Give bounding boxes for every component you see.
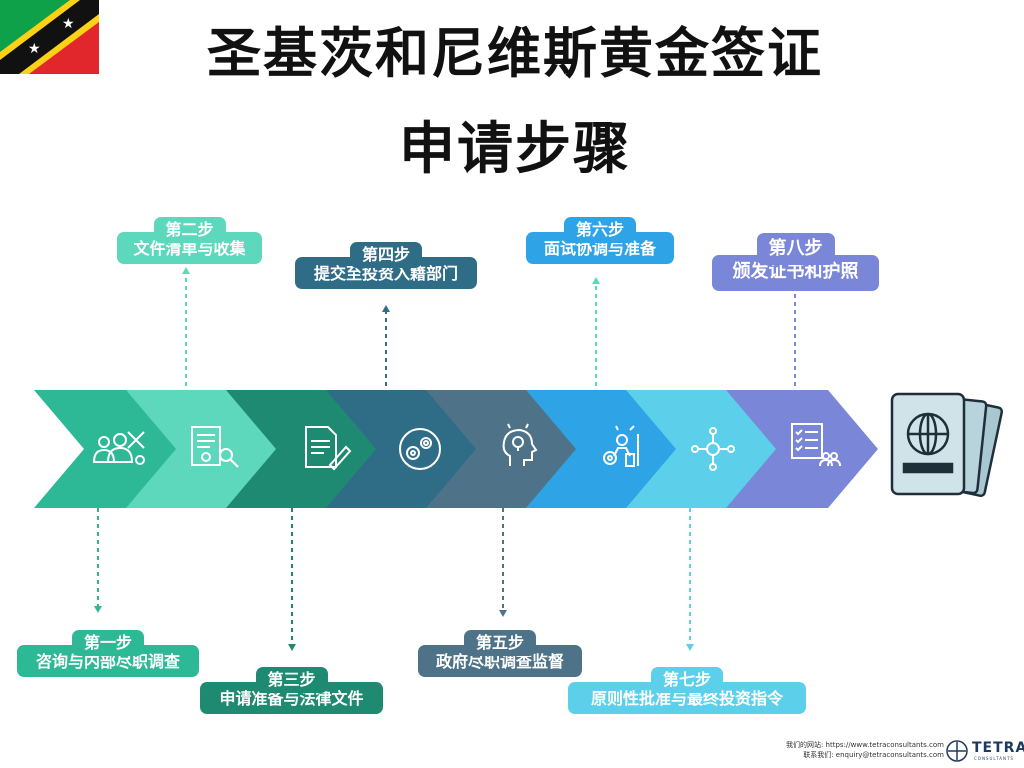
- step-label: 文件清单与收集: [133, 239, 246, 258]
- step-label: 申请准备与法律文件: [219, 689, 364, 708]
- presenter-gear-icon: [603, 425, 639, 467]
- step-box-3: 第三步 申请准备与法律文件: [200, 667, 383, 714]
- gears-cycle-icon: [399, 428, 441, 470]
- chevron-step-4: [326, 390, 480, 508]
- step-number: 第七步: [650, 667, 724, 693]
- chevron-step-3: [226, 390, 380, 508]
- step-number: 第三步: [255, 667, 328, 693]
- step-number: 第六步: [563, 217, 637, 243]
- footer-contact: 我们的网站: https://www.tetraconsultants.com …: [786, 740, 944, 760]
- step-number: 第一步: [71, 630, 145, 656]
- document-edit-icon: [305, 426, 352, 471]
- step-box-7: 第七步 原则性批准与最终投资指令: [568, 667, 806, 714]
- chevron-step-8: [726, 390, 878, 508]
- checklist-team-icon: [791, 423, 841, 467]
- svg-text:★: ★: [28, 41, 41, 57]
- page-title: 圣基茨和尼维斯黄金签证: [207, 22, 823, 85]
- brand-subtitle: CONSULTANTS: [974, 756, 1014, 761]
- chevron-step-2: [126, 390, 280, 508]
- svg-text:★: ★: [62, 16, 75, 32]
- step-box-2: 第二步 文件清单与收集: [117, 217, 262, 264]
- step-label: 政府尽职调查监督: [435, 652, 564, 671]
- step-box-8: 第八步 颁发证书和护照: [712, 233, 879, 291]
- step-number: 第二步: [153, 217, 226, 243]
- page-subtitle: 申请步骤: [399, 117, 631, 182]
- step-number: 第四步: [349, 242, 423, 268]
- network-approval-icon: [691, 427, 735, 471]
- passport-icon: [890, 392, 1004, 498]
- brand-name: TETRA: [972, 740, 1024, 756]
- document-search-icon: [191, 426, 239, 468]
- footer-email: 联系我们: enquiry@tetraconsultants.com: [803, 751, 944, 759]
- step-label: 原则性批准与最终投资指令: [590, 689, 783, 708]
- step-number: 第五步: [463, 630, 537, 656]
- step-box-5: 第五步 政府尽职调查监督: [418, 630, 582, 677]
- head-idea-icon: [502, 423, 538, 466]
- tetra-logo-icon: [946, 740, 968, 762]
- saint-kitts-nevis-flag-icon: ★ ★: [0, 0, 99, 74]
- step-label: 面试协调与准备: [543, 239, 656, 258]
- step-number: 第八步: [756, 233, 835, 265]
- step-label: 咨询与内部尽职调查: [35, 652, 180, 671]
- step-box-1: 第一步 咨询与内部尽职调查: [17, 630, 199, 677]
- step-box-4: 第四步 提交至投资入籍部门: [295, 242, 477, 289]
- team-gear-icon: [92, 431, 145, 465]
- chevron-step-1: [34, 390, 180, 508]
- step-label: 提交至投资入籍部门: [313, 264, 458, 283]
- step-box-6: 第六步 面试协调与准备: [526, 217, 674, 264]
- step-label: 颁发证书和护照: [732, 261, 859, 282]
- chevron-step-6: [526, 390, 680, 508]
- footer-website: 我们的网站: https://www.tetraconsultants.com: [785, 741, 944, 749]
